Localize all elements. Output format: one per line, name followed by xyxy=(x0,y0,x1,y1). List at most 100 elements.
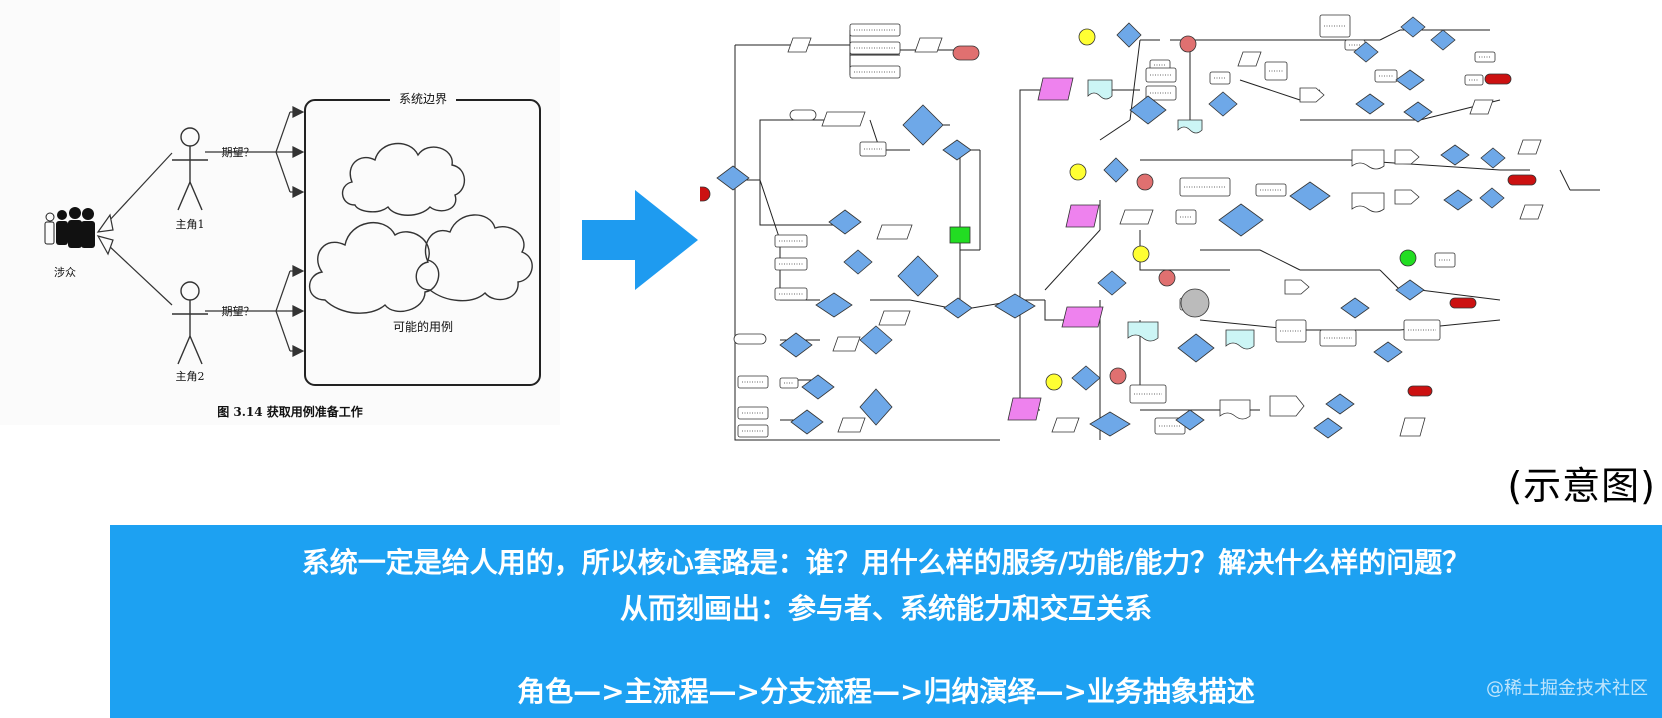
decision-node xyxy=(1208,91,1238,117)
decision-node xyxy=(859,325,893,355)
decision-node xyxy=(1313,417,1343,439)
io-node xyxy=(1037,77,1074,101)
decision-node xyxy=(1289,181,1331,211)
decision-node xyxy=(1479,187,1505,209)
decision-node xyxy=(1097,270,1127,296)
cloud-bottom-left xyxy=(308,221,440,314)
flow-connector xyxy=(1259,249,1301,271)
offpage-node xyxy=(1299,87,1325,103)
decision-node xyxy=(815,292,853,318)
decision-node xyxy=(1175,409,1205,431)
flow-connector xyxy=(1129,39,1141,121)
connector-node xyxy=(1109,367,1127,385)
connector-node xyxy=(1069,163,1087,181)
io-node xyxy=(1517,139,1542,155)
process-node xyxy=(774,287,808,301)
process-node xyxy=(1264,61,1288,81)
io-node xyxy=(832,336,861,352)
decision-node xyxy=(843,249,873,275)
use-case-figure-svg: 系统边界 可能的用例 主角1 xyxy=(44,90,541,419)
cloud-top xyxy=(341,142,466,216)
document-node xyxy=(1127,321,1159,342)
connector-node xyxy=(1045,373,1063,391)
summary-banner: 系统一定是给人用的，所以核心套路是：谁？用什么样的服务/功能/能力？解决什么样的… xyxy=(110,525,1662,718)
terminal-node xyxy=(789,109,817,121)
flow-connector xyxy=(1019,89,1040,300)
decision-node xyxy=(902,104,944,146)
banner-line-3: 角色—>主流程—>分支流程—>归纳演绎—>业务抽象描述 xyxy=(517,675,1255,708)
decision-node xyxy=(1129,95,1167,125)
flow-connector xyxy=(1099,119,1131,141)
io-node xyxy=(1469,99,1494,115)
connector-node xyxy=(1136,173,1154,191)
connector-node xyxy=(1180,288,1210,318)
decision-node xyxy=(1395,279,1425,301)
offpage-node xyxy=(1394,149,1420,165)
decision-node xyxy=(1400,16,1426,38)
process-node xyxy=(1374,69,1398,83)
document-node xyxy=(1351,192,1385,213)
decision-node xyxy=(801,374,835,400)
banner-line-2: 从而刻画出：参与者、系统能力和交互关系 xyxy=(619,592,1152,625)
io-node xyxy=(878,310,911,326)
connector-node xyxy=(1399,249,1417,267)
io-node xyxy=(1065,204,1100,228)
actor1-figure xyxy=(172,127,208,211)
actor2-figure xyxy=(172,281,208,365)
decision-node xyxy=(828,209,862,235)
decision-node xyxy=(942,139,972,161)
flowchart-shapes xyxy=(700,14,1544,439)
decision-node xyxy=(897,255,939,297)
schematic-label: (示意图) xyxy=(1507,464,1656,508)
flow-connector xyxy=(1019,300,1040,411)
offpage-node xyxy=(1269,395,1305,417)
decision-node xyxy=(1177,333,1215,363)
io-node xyxy=(1061,306,1104,328)
cloud-bottom-right xyxy=(415,214,533,302)
decision-node xyxy=(1089,411,1131,437)
system-boundary-label: 系统边界 xyxy=(399,92,447,106)
use-case-figure: 系统边界 可能的用例 主角1 xyxy=(0,0,560,425)
terminal-node xyxy=(1407,385,1433,397)
generalization-lines xyxy=(96,152,173,306)
terminal-node xyxy=(1449,297,1477,309)
decision-node xyxy=(1103,157,1129,183)
terminal-node xyxy=(733,333,767,345)
transition-arrow-icon xyxy=(582,190,698,290)
decision-node xyxy=(994,293,1036,319)
connector-node xyxy=(1132,245,1150,263)
decision-node xyxy=(1403,101,1433,123)
decision-node xyxy=(790,409,824,435)
document-node xyxy=(1219,399,1251,420)
process-node xyxy=(859,141,887,157)
decision-node xyxy=(1355,93,1385,115)
flow-connector xyxy=(759,179,781,241)
terminal-node xyxy=(1507,174,1537,186)
io-node xyxy=(914,37,943,53)
flow-connector xyxy=(1379,29,1401,41)
document-node xyxy=(1351,149,1385,170)
flowchart-schematic xyxy=(700,14,1600,441)
decision-node xyxy=(779,332,813,358)
decision-node xyxy=(943,297,973,319)
flow-connector xyxy=(759,119,810,180)
flow-connector xyxy=(759,180,820,226)
decision-node xyxy=(1440,144,1470,166)
decision-node xyxy=(1395,69,1425,91)
actor2-label: 主角2 xyxy=(176,370,205,383)
connector-node xyxy=(1078,28,1096,46)
flow-connector xyxy=(1044,229,1101,291)
use-cases-label: 可能的用例 xyxy=(393,319,453,334)
stakeholders-figure xyxy=(44,207,95,248)
process-node xyxy=(1129,384,1167,404)
figure-caption: 图 3.14 获取用例准备工作 xyxy=(217,404,363,419)
decision-node xyxy=(1373,341,1403,363)
io-node xyxy=(1399,417,1426,437)
decision-node xyxy=(1430,29,1456,51)
offpage-node xyxy=(1394,189,1420,205)
process-node xyxy=(774,234,808,248)
process-node xyxy=(1319,329,1357,347)
decision-node xyxy=(859,388,893,426)
banner-line-1: 系统一定是给人用的，所以核心套路是：谁？用什么样的服务/功能/能力？解决什么样的… xyxy=(301,546,1471,579)
io-node xyxy=(787,37,812,53)
